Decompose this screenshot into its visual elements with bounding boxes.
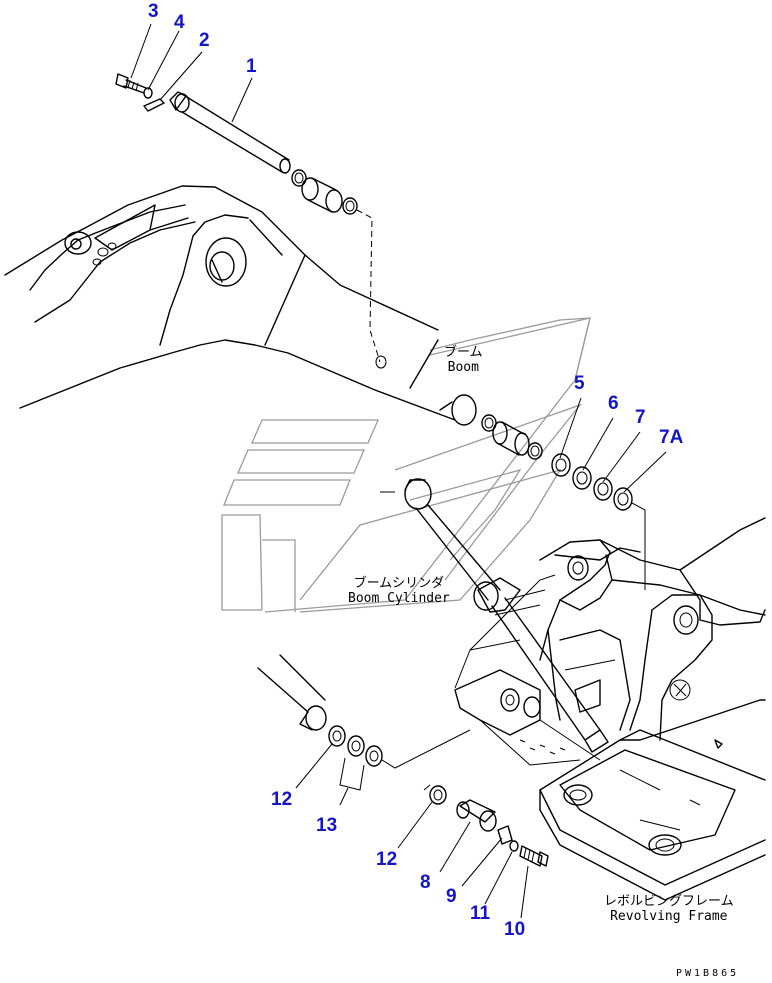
callout-3: 3 — [148, 1, 159, 22]
callout-2: 2 — [199, 30, 210, 51]
callout-13: 13 — [316, 815, 338, 836]
callout-8: 8 — [420, 872, 431, 893]
callout-10: 10 — [504, 919, 526, 940]
boom-label-en: Boom — [447, 359, 479, 375]
callout-7a: 7A — [659, 427, 684, 448]
callout-7: 7 — [635, 407, 646, 428]
drawing-code: PW1B865 — [676, 968, 740, 979]
revolving-frame-label: レボルビングフレーム Revolving Frame — [604, 894, 734, 925]
callout-12-upper: 12 — [271, 789, 293, 810]
callout-12-lower: 12 — [376, 849, 398, 870]
boom-cylinder-label-en: Boom Cylinder — [348, 590, 450, 606]
revolving-frame-label-en: Revolving Frame — [610, 908, 728, 924]
callout-5: 5 — [574, 373, 585, 394]
boom-label: ブーム Boom — [444, 345, 483, 376]
revolving-frame — [454, 517, 766, 901]
watermark-logo — [221, 317, 591, 613]
callout-1: 1 — [246, 56, 257, 77]
boom-cylinder-foot-pin-assembly — [257, 654, 549, 867]
callout-4: 4 — [174, 12, 185, 33]
boom-cylinder-label: ブームシリンダ Boom Cylinder — [348, 576, 450, 607]
callout-6: 6 — [608, 393, 619, 414]
boom-cylinder — [380, 478, 609, 753]
callout-leaders — [130, 23, 667, 919]
boom-outline — [4, 185, 477, 426]
revolving-frame-label-jp: レボルビングフレーム — [604, 894, 734, 909]
callout-11: 11 — [470, 903, 491, 924]
boom-label-jp: ブーム — [444, 345, 483, 360]
boom-cylinder-head-bushings — [481, 414, 646, 590]
callout-9: 9 — [446, 886, 457, 907]
boom-cylinder-label-jp: ブームシリンダ — [353, 576, 445, 591]
boom-foot-pin-assembly — [115, 73, 387, 369]
